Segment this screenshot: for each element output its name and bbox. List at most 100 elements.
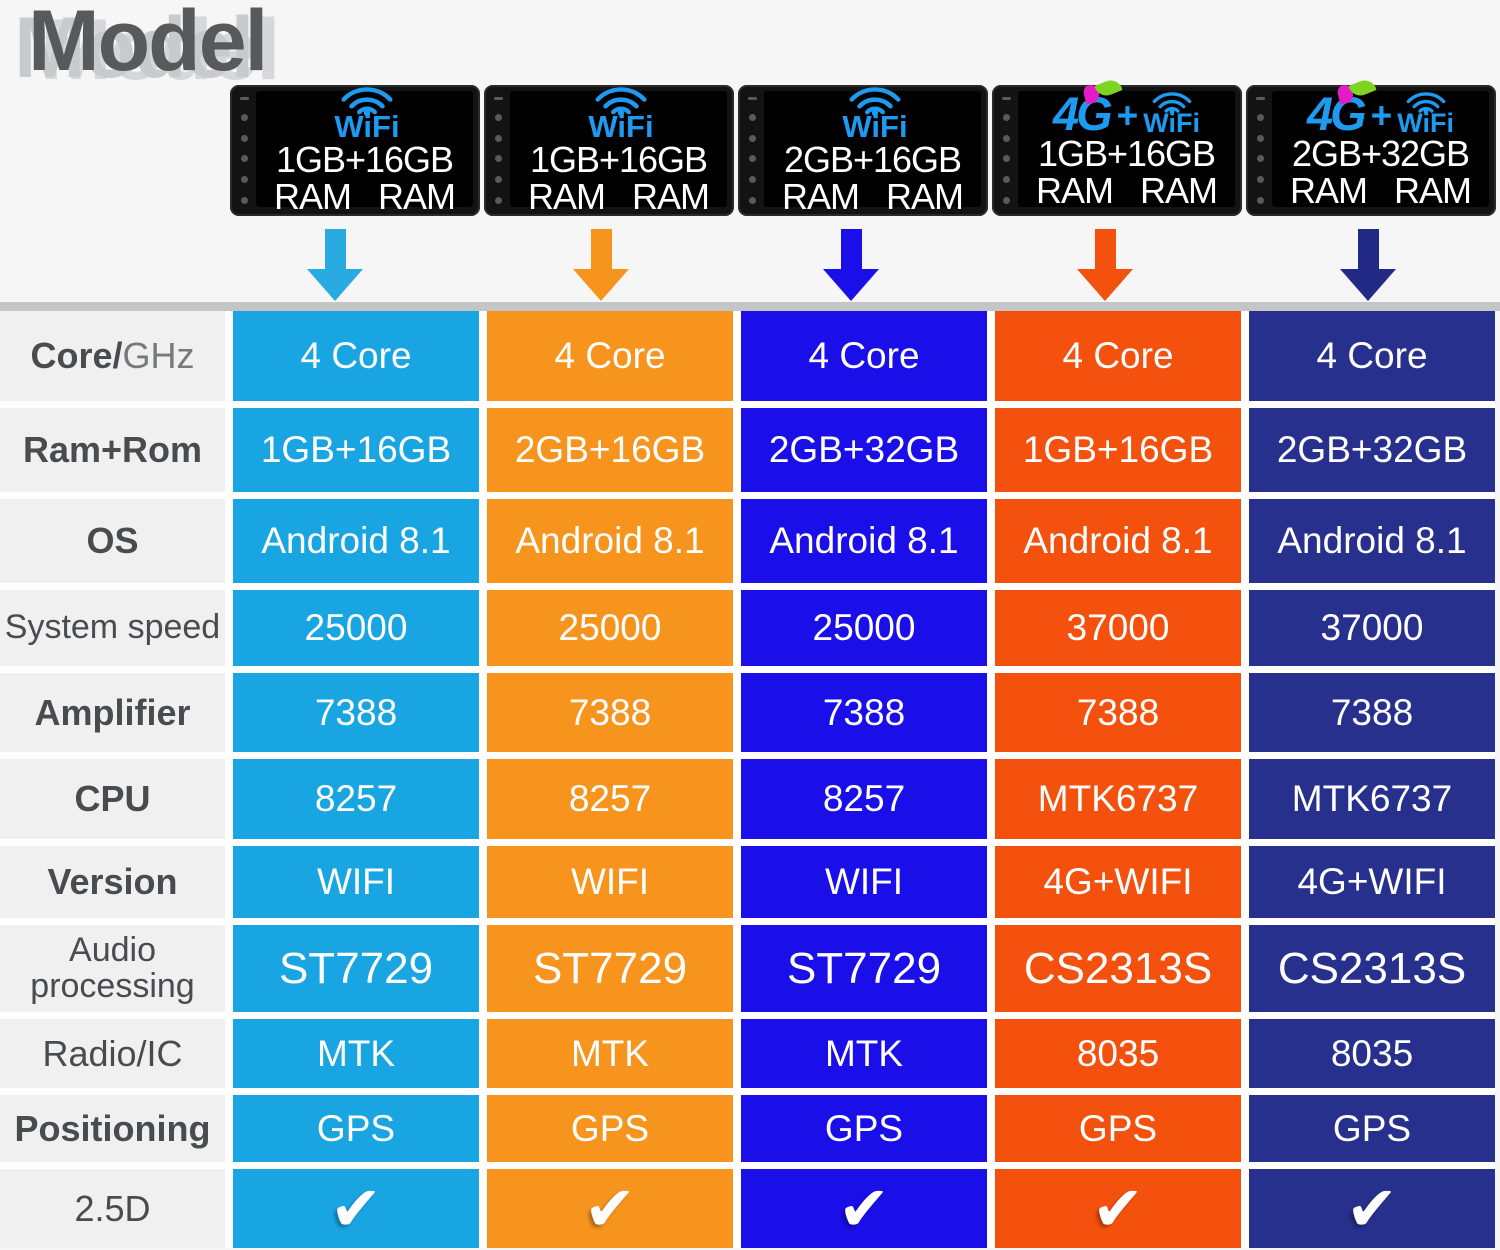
bezel-button-icons	[493, 97, 503, 204]
down-arrow-icon	[572, 229, 630, 301]
wifi-logo: WiFi	[1143, 89, 1200, 137]
spec-cell: 7388	[487, 673, 733, 752]
spec-cell: 7388	[233, 673, 479, 752]
spec-cell: 4 Core	[233, 311, 479, 401]
row-label-version: Version	[0, 846, 225, 918]
bezel-button-icon	[1002, 155, 1010, 163]
bezel-button-icon	[240, 113, 248, 121]
storage-label: 1GB+16GB	[275, 139, 454, 181]
spec-cell: CS2313S	[995, 925, 1241, 1012]
spec-cell: CS2313S	[1249, 925, 1495, 1012]
ram-label: RAM RAM	[1289, 170, 1472, 212]
row-label-positioning: Positioning	[0, 1095, 225, 1162]
storage-label: 1GB+16GB	[529, 139, 708, 181]
bezel-button-icon	[239, 97, 249, 100]
spec-cell: WIFI	[233, 846, 479, 918]
storage-label: 1GB+16GB	[1037, 133, 1216, 175]
checkmark-icon: ✔	[1249, 1169, 1495, 1248]
checkmark-icon: ✔	[995, 1169, 1241, 1248]
page-title: Model	[28, 0, 268, 89]
bezel-button-icon	[240, 196, 248, 204]
spec-cell: GPS	[741, 1095, 987, 1162]
row-label-amplifier: Amplifier	[0, 673, 225, 752]
spec-cell: 2GB+32GB	[1249, 408, 1495, 492]
row-label-ram-rom: Ram+Rom	[0, 408, 225, 492]
spec-cell: 4G+WIFI	[995, 846, 1241, 918]
bezel-button-icon	[494, 134, 502, 142]
bezel-button-icon	[240, 134, 248, 142]
checkmark-icon: ✔	[233, 1169, 479, 1248]
spec-cell: 8257	[233, 759, 479, 839]
row-label-os: OS	[0, 499, 225, 583]
device-screen: WiFi 2GB+16GB RAM RAM	[764, 87, 981, 214]
down-arrow-icon	[1339, 229, 1397, 301]
bezel-button-icon	[1002, 134, 1010, 142]
spec-cell: 4G+WIFI	[1249, 846, 1495, 918]
bezel-button-icons	[1255, 97, 1265, 204]
device-model-5: 4G + WiFi 2GB+32GB RAM RAM	[1246, 77, 1496, 216]
ram-label: RAM RAM	[527, 175, 710, 217]
spec-cell: GPS	[487, 1095, 733, 1162]
spec-cell: GPS	[995, 1095, 1241, 1162]
plus-sign: +	[1370, 95, 1393, 137]
spec-cell: WIFI	[741, 846, 987, 918]
bezel-button-icons	[747, 97, 757, 204]
bezel-button-icon	[1256, 196, 1264, 204]
device-screen: 4G + WiFi 1GB+16GB RAM RAM	[1018, 77, 1235, 212]
wifi-logo: WiFi	[1397, 89, 1454, 137]
bezel-button-icon	[748, 176, 756, 184]
spec-cell: ST7729	[233, 925, 479, 1012]
down-arrow-icon	[822, 229, 880, 301]
device-model-2: WiFi 1GB+16GB RAM RAM	[484, 85, 734, 216]
spec-cell: 7388	[741, 673, 987, 752]
bezel-button-icon	[748, 134, 756, 142]
ram-label: RAM RAM	[781, 175, 964, 217]
spec-cell: 37000	[995, 590, 1241, 666]
fourg-swoosh-icon	[1335, 77, 1378, 105]
spec-cell: Android 8.1	[741, 499, 987, 583]
row-label-2-5d: 2.5D	[0, 1169, 225, 1248]
bezel-button-icon	[1002, 113, 1010, 121]
bezel-button-icon	[494, 196, 502, 204]
wifi-icon	[1152, 92, 1191, 114]
bezel-button-icon	[1001, 97, 1011, 100]
device-screen: WiFi 1GB+16GB RAM RAM	[510, 87, 727, 214]
spec-cell: MTK	[233, 1019, 479, 1088]
bezel-button-icon	[494, 155, 502, 163]
spec-cell: 1GB+16GB	[233, 408, 479, 492]
spec-cell: 1GB+16GB	[995, 408, 1241, 492]
device-model-1: WiFi 1GB+16GB RAM RAM	[230, 85, 480, 216]
spec-cell: 25000	[233, 590, 479, 666]
divider-bar	[0, 302, 1500, 311]
spec-cell: 7388	[1249, 673, 1495, 752]
bezel-button-icon	[240, 176, 248, 184]
wifi-icon	[595, 87, 647, 117]
bezel-button-icon	[1256, 134, 1264, 142]
spec-cell: 37000	[1249, 590, 1495, 666]
spec-cell: GPS	[1249, 1095, 1495, 1162]
spec-cell: WIFI	[487, 846, 733, 918]
bezel-button-icons	[1001, 97, 1011, 204]
spec-cell: 8035	[1249, 1019, 1495, 1088]
device-model-4: 4G + WiFi 1GB+16GB RAM RAM	[992, 77, 1242, 216]
bezel-button-icon	[494, 113, 502, 121]
spec-table: Core/GHz 4 Core 4 Core 4 Core 4 Core 4 C…	[0, 311, 1495, 1248]
spec-cell: Android 8.1	[487, 499, 733, 583]
bezel-button-icon	[748, 196, 756, 204]
bezel-button-icon	[747, 97, 757, 100]
spec-cell: 8035	[995, 1019, 1241, 1088]
spec-cell: Android 8.1	[1249, 499, 1495, 583]
spec-cell: 7388	[995, 673, 1241, 752]
spec-cell: ST7729	[487, 925, 733, 1012]
down-arrow-icon	[1076, 229, 1134, 301]
ram-label: RAM RAM	[1035, 170, 1218, 212]
spec-cell: MTK	[741, 1019, 987, 1088]
wifi-icon	[849, 87, 901, 117]
bezel-button-icon	[493, 97, 503, 100]
bezel-button-icon	[240, 155, 248, 163]
wifi-icon	[341, 87, 393, 117]
row-label-audio-processing: Audio processing	[0, 925, 225, 1012]
fourg-logo: 4G	[1307, 77, 1377, 137]
bezel-button-icon	[1256, 176, 1264, 184]
